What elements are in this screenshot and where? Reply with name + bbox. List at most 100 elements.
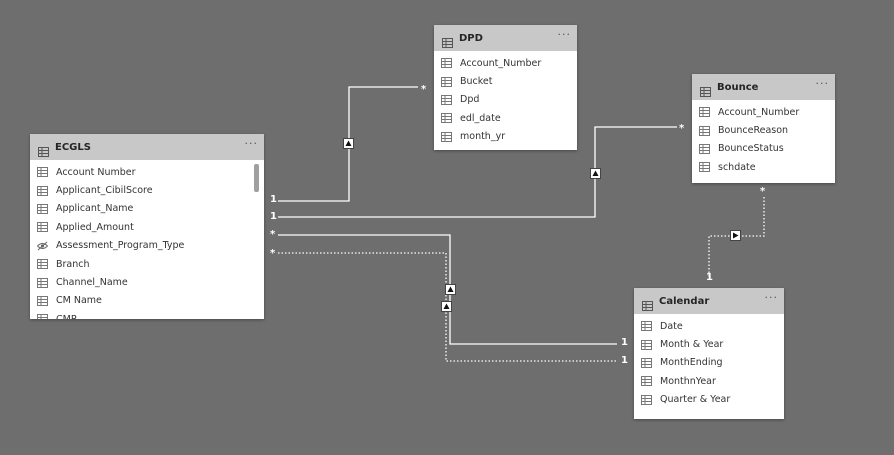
more-options-icon[interactable]: ··· bbox=[815, 77, 829, 90]
table-column-icon bbox=[441, 131, 452, 142]
scrollbar[interactable] bbox=[254, 164, 259, 192]
field-row[interactable]: Applicant_CibilScore bbox=[30, 181, 264, 199]
table-column-icon bbox=[441, 76, 452, 87]
cardinality-label: * bbox=[270, 229, 276, 240]
table-column-icon bbox=[641, 321, 652, 332]
field-row[interactable]: CM Name bbox=[30, 292, 264, 310]
field-name: Applied_Amount bbox=[56, 221, 134, 233]
table-column-icon bbox=[37, 259, 48, 270]
table-column-icon bbox=[37, 222, 48, 233]
hidden-column-icon bbox=[36, 241, 49, 251]
table-header[interactable]: Calendar ··· bbox=[634, 288, 784, 314]
field-name: BounceReason bbox=[718, 125, 789, 137]
field-row[interactable]: Account_Number bbox=[434, 54, 577, 72]
field-row[interactable]: BounceStatus bbox=[692, 140, 835, 158]
field-name: Account_Number bbox=[460, 57, 542, 69]
table-column-icon bbox=[37, 314, 48, 319]
field-name: Applicant_CibilScore bbox=[56, 185, 153, 197]
filter-direction-up-icon[interactable] bbox=[591, 169, 600, 178]
table-column-icon bbox=[37, 167, 48, 178]
field-name: BounceStatus bbox=[718, 143, 784, 155]
field-row[interactable]: edl_date bbox=[434, 109, 577, 127]
table-title: DPD bbox=[459, 32, 483, 44]
filter-direction-right-icon[interactable] bbox=[731, 231, 740, 240]
field-name: schdate bbox=[718, 161, 756, 173]
table-column-icon bbox=[641, 394, 652, 405]
more-options-icon[interactable]: ··· bbox=[557, 28, 571, 41]
field-row[interactable]: Applicant_Name bbox=[30, 200, 264, 218]
table-column-icon bbox=[37, 295, 48, 306]
table-header[interactable]: Bounce ··· bbox=[692, 74, 835, 100]
field-name: Bucket bbox=[460, 76, 493, 88]
cardinality-label: * bbox=[760, 186, 766, 197]
table-icon bbox=[642, 296, 653, 311]
field-row[interactable]: Quarter & Year bbox=[634, 391, 784, 409]
table-column-icon bbox=[641, 357, 652, 368]
field-row[interactable]: MonthnYear bbox=[634, 372, 784, 390]
field-row[interactable]: Dpd bbox=[434, 91, 577, 109]
field-row[interactable]: MonthEnding bbox=[634, 354, 784, 372]
filter-direction-up-icon[interactable] bbox=[442, 302, 451, 311]
field-name: Branch bbox=[56, 258, 90, 270]
table-column-icon bbox=[699, 125, 710, 136]
cardinality-label: * bbox=[270, 248, 276, 259]
field-row[interactable]: Account_Number bbox=[692, 103, 835, 121]
field-name: Quarter & Year bbox=[660, 394, 731, 406]
field-row[interactable]: Account Number bbox=[30, 163, 264, 181]
field-row[interactable]: Applied_Amount bbox=[30, 218, 264, 236]
field-name: Date bbox=[660, 320, 683, 332]
field-row[interactable]: Assessment_Program_Type bbox=[30, 237, 264, 255]
field-row[interactable]: BounceReason bbox=[692, 121, 835, 139]
more-options-icon[interactable]: ··· bbox=[244, 137, 258, 150]
cardinality-label: * bbox=[421, 84, 427, 95]
field-name: Applicant_Name bbox=[56, 203, 134, 215]
table-title: Bounce bbox=[717, 81, 759, 93]
table-column-icon bbox=[37, 185, 48, 196]
field-row[interactable]: month_yr bbox=[434, 128, 577, 146]
field-row[interactable]: Channel_Name bbox=[30, 273, 264, 291]
cardinality-label: * bbox=[679, 123, 685, 134]
cardinality-label: 1 bbox=[706, 272, 713, 283]
field-name: Account_Number bbox=[718, 106, 800, 118]
table-header[interactable]: DPD ··· bbox=[434, 25, 577, 51]
field-name: MonthnYear bbox=[660, 375, 716, 387]
field-row[interactable]: Date bbox=[634, 317, 784, 335]
table-header[interactable]: ECGLS ··· bbox=[30, 134, 264, 160]
table-column-icon bbox=[699, 107, 710, 118]
field-name: Assessment_Program_Type bbox=[56, 240, 185, 252]
table-column-icon bbox=[641, 376, 652, 387]
filter-direction-up-icon[interactable] bbox=[344, 139, 353, 148]
cardinality-label: 1 bbox=[270, 194, 277, 205]
more-options-icon[interactable]: ··· bbox=[764, 291, 778, 304]
field-row[interactable]: schdate bbox=[692, 158, 835, 176]
cardinality-label: 1 bbox=[621, 355, 628, 366]
table-title: ECGLS bbox=[55, 141, 91, 153]
table-icon bbox=[38, 142, 49, 157]
field-name: Channel_Name bbox=[56, 277, 128, 289]
table-column-icon bbox=[441, 94, 452, 105]
field-name: CM Name bbox=[56, 295, 102, 307]
table-column-icon bbox=[37, 277, 48, 288]
field-row[interactable]: Bucket bbox=[434, 72, 577, 90]
field-name: Month & Year bbox=[660, 339, 724, 351]
field-name: edl_date bbox=[460, 112, 501, 124]
field-row[interactable]: Month & Year bbox=[634, 335, 784, 353]
field-row[interactable]: Branch bbox=[30, 255, 264, 273]
table-column-icon bbox=[699, 162, 710, 173]
table-icon bbox=[700, 82, 711, 97]
table-icon bbox=[442, 33, 453, 48]
table-column-icon bbox=[37, 203, 48, 214]
filter-direction-up-icon[interactable] bbox=[446, 285, 455, 294]
field-name: Dpd bbox=[460, 94, 480, 106]
table-column-icon bbox=[641, 339, 652, 350]
cardinality-label: 1 bbox=[270, 211, 277, 222]
field-row[interactable]: CMR bbox=[30, 310, 264, 319]
